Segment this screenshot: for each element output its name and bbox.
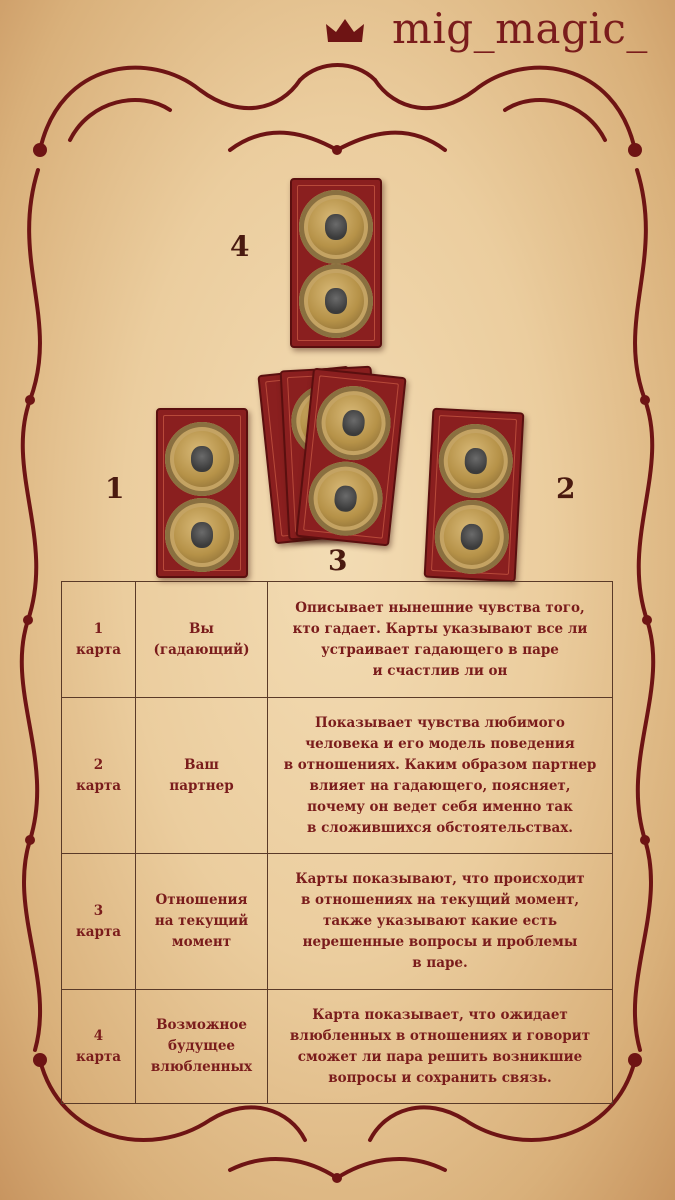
- position-title-cell: Вы (гадающий): [135, 581, 268, 698]
- card-position-3: [295, 367, 407, 547]
- instagram-handle: mig_magic_: [392, 4, 648, 53]
- position-description-cell: Описывает нынешние чувства того, кто гад…: [267, 581, 613, 698]
- pentacle-coin-icon: [299, 264, 373, 338]
- position-description-cell: Показывает чувства любимого человека и е…: [267, 697, 613, 854]
- card-number-cell: 3 карта: [61, 853, 136, 990]
- position-label-3: 3: [328, 544, 348, 577]
- position-title-cell: Возможное будущее влюбленных: [135, 989, 268, 1104]
- table-row: 4 карта Возможное будущее влюбленных Кар…: [61, 989, 613, 1104]
- pentacle-coin-icon: [299, 190, 373, 264]
- position-title-cell: Отношения на текущий момент: [135, 853, 268, 990]
- table-row: 2 карта Ваш партнер Показывает чувства л…: [61, 697, 613, 854]
- position-title-cell: Ваш партнер: [135, 697, 268, 854]
- table-row: 1 карта Вы (гадающий) Описывает нынешние…: [61, 581, 613, 698]
- pentacle-coin-icon: [165, 422, 239, 496]
- card-position-2: [423, 407, 525, 583]
- crown-icon: [326, 19, 364, 42]
- table-row: 3 карта Отношения на текущий момент Карт…: [61, 853, 613, 990]
- card-number-cell: 4 карта: [61, 989, 136, 1104]
- pentacle-coin-icon: [165, 498, 239, 572]
- position-label-1: 1: [105, 472, 125, 505]
- position-description-cell: Карта показывает, что ожидает влюбленных…: [267, 989, 613, 1104]
- position-label-4: 4: [230, 230, 250, 263]
- card-number-cell: 1 карта: [61, 581, 136, 698]
- position-description-cell: Карты показывают, что происходит в отнош…: [267, 853, 613, 990]
- spread-meaning-table: 1 карта Вы (гадающий) Описывает нынешние…: [61, 581, 613, 1104]
- position-label-2: 2: [556, 472, 576, 505]
- card-position-1: [156, 408, 248, 578]
- card-position-4: [290, 178, 382, 348]
- card-number-cell: 2 карта: [61, 697, 136, 854]
